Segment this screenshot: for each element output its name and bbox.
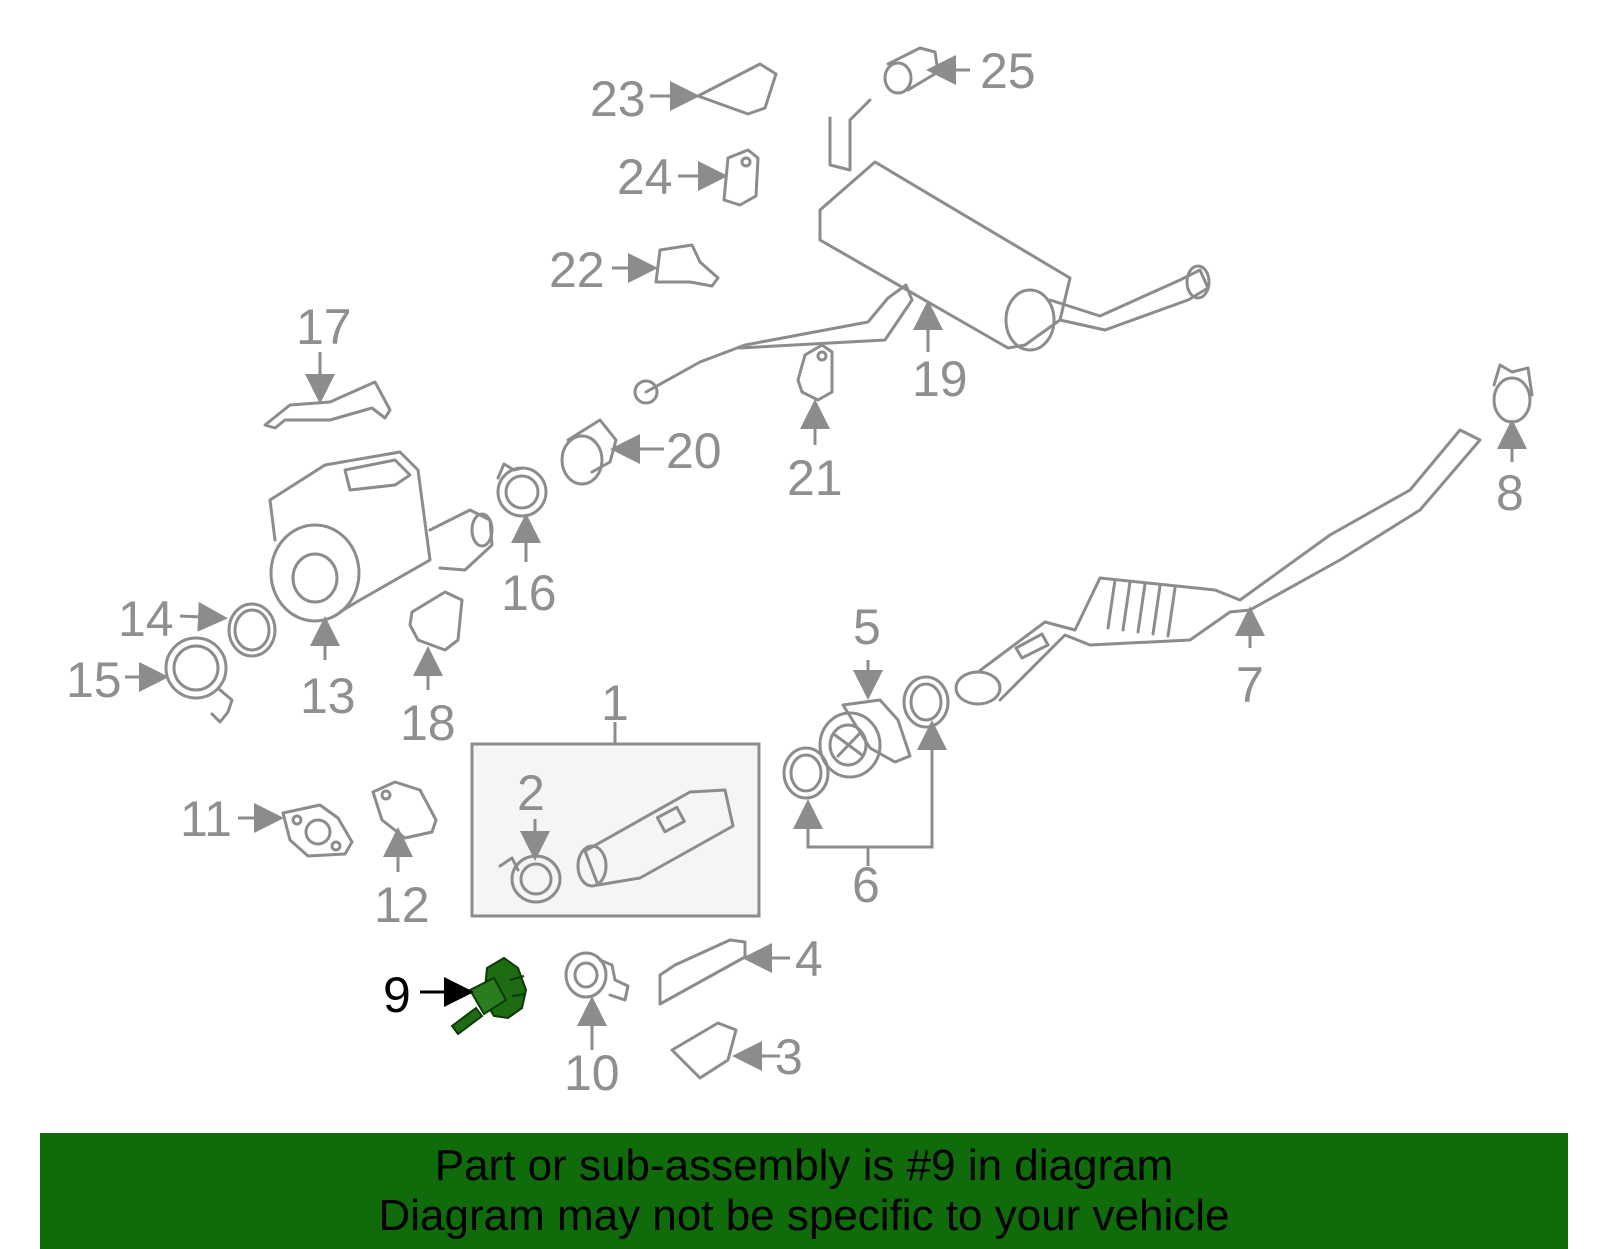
callout-3: 3 (775, 1029, 803, 1085)
part-10-sleeve[interactable] (564, 951, 630, 1002)
callout-8: 8 (1496, 465, 1524, 521)
banner-line-1: Part or sub-assembly is #9 in diagram (434, 1141, 1174, 1190)
part-24-hanger[interactable] (722, 148, 760, 207)
leader-lines (125, 55, 1527, 1071)
part-21-hanger[interactable] (796, 343, 834, 402)
callout-12: 12 (374, 877, 430, 933)
callout-11: 11 (180, 791, 232, 847)
callout-20: 20 (666, 423, 722, 479)
callout-4: 4 (795, 931, 823, 987)
part-6-gasket-a[interactable] (782, 746, 830, 800)
part-16-clamp[interactable] (496, 462, 548, 518)
callout-23: 23 (590, 71, 646, 127)
info-banner: Part or sub-assembly is #9 in diagram Di… (40, 1133, 1568, 1249)
callout-1: 1 (601, 675, 629, 731)
callout-6: 6 (852, 857, 880, 913)
part-17-heat-shield[interactable] (263, 380, 392, 430)
callout-16: 16 (501, 565, 557, 621)
part-5-housing[interactable] (818, 698, 912, 779)
callout-17: 17 (296, 299, 352, 355)
callout-21: 21 (787, 450, 843, 506)
callout-9: 9 (383, 967, 411, 1023)
part-13-particulate-filter[interactable] (268, 450, 494, 623)
callout-10: 10 (564, 1045, 620, 1101)
callout-13: 13 (300, 668, 356, 724)
part-18-bracket[interactable] (408, 590, 464, 652)
part-6-bracket-leader (806, 720, 947, 849)
callout-19: 19 (912, 351, 968, 407)
callout-5: 5 (853, 599, 881, 655)
part-4-bracket[interactable] (658, 938, 747, 1006)
callout-15: 15 (66, 652, 122, 708)
callout-7: 7 (1236, 657, 1264, 713)
callout-24: 24 (617, 149, 673, 205)
part-12-gasket[interactable] (371, 780, 438, 840)
assembly-box-1 (470, 722, 761, 918)
part-9-pressure-sensor[interactable] (450, 956, 528, 1036)
callout-2: 2 (517, 765, 545, 821)
part-6-gasket-b[interactable] (902, 675, 950, 729)
part-14-gasket[interactable] (227, 602, 277, 658)
callout-14: 14 (118, 591, 174, 647)
part-23-shield[interactable] (696, 62, 778, 116)
banner-line-2: Diagram may not be specific to your vehi… (378, 1191, 1230, 1240)
part-15-v-clamp[interactable] (164, 636, 234, 724)
part-7-center-pipe[interactable] (954, 428, 1482, 706)
callout-25: 25 (980, 43, 1036, 99)
part-8-clamp[interactable] (1492, 363, 1534, 424)
part-11-flange[interactable] (281, 803, 354, 858)
exhaust-parts-diagram: 1 2 3 4 5 6 7 8 9 10 11 12 13 14 15 16 1… (66, 43, 1534, 1101)
part-22-bracket[interactable] (654, 243, 720, 288)
part-1-pipe[interactable] (576, 788, 735, 888)
callout-22: 22 (549, 242, 605, 298)
part-25-tail-tip[interactable] (883, 46, 940, 95)
part-20-clamp[interactable] (560, 418, 618, 486)
callout-18: 18 (400, 695, 456, 751)
part-19-rear-muffler[interactable] (633, 98, 1211, 405)
part-3-bracket[interactable] (670, 1021, 738, 1080)
callout-labels: 1 2 3 4 5 6 7 8 9 10 11 12 13 14 15 16 1… (66, 43, 1524, 1101)
